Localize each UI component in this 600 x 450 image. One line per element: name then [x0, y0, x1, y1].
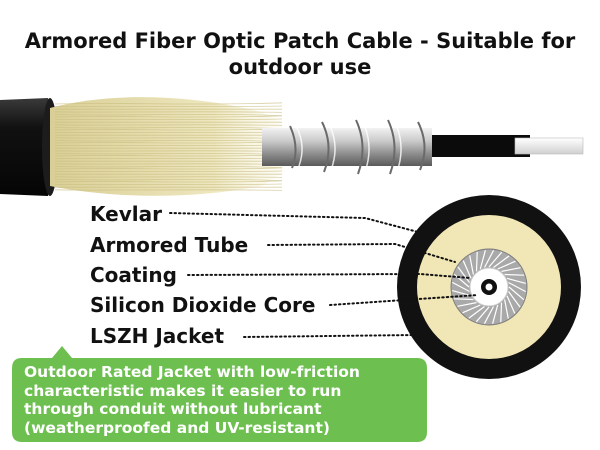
spiral-armor-side: [262, 119, 432, 175]
inner-tube-side: [420, 135, 584, 157]
label-lszh-jacket: LSZH Jacket: [90, 324, 225, 348]
armor-spokes: [452, 250, 526, 324]
title-line-2: outdoor use: [228, 55, 372, 79]
callout-bubble: [12, 346, 427, 442]
label-armored-tube: Armored Tube: [90, 233, 249, 257]
leader-coating: [187, 272, 471, 279]
leader-jacket: [243, 334, 416, 338]
callout-text: Outdoor Rated Jacket with low-friction c…: [24, 363, 414, 437]
cable-jacket-side: [0, 98, 58, 196]
title-line-1: Armored Fiber Optic Patch Cable - Suitab…: [24, 29, 576, 53]
callout-line-4: (weatherproofed and UV-resistant): [24, 418, 330, 437]
callout-line-2: characteristic makes it easier to run: [24, 381, 342, 400]
label-silicon-dioxide-core: Silicon Dioxide Core: [90, 293, 316, 317]
callout-line-3: through conduit without lubricant: [24, 400, 322, 418]
leader-lines: [169, 212, 479, 338]
callout-line-1: Outdoor Rated Jacket with low-friction: [24, 363, 360, 381]
leader-armored-tube: [267, 242, 456, 263]
diagram-title: Armored Fiber Optic Patch Cable - Suitab…: [0, 28, 600, 80]
label-coating: Coating: [90, 263, 177, 287]
core-center: [485, 283, 493, 291]
leader-kevlar: [169, 212, 419, 233]
cable-cross-section: [397, 195, 581, 379]
leader-core: [329, 294, 479, 306]
kevlar-fibers-side: [50, 97, 285, 196]
label-kevlar: Kevlar: [90, 202, 162, 226]
